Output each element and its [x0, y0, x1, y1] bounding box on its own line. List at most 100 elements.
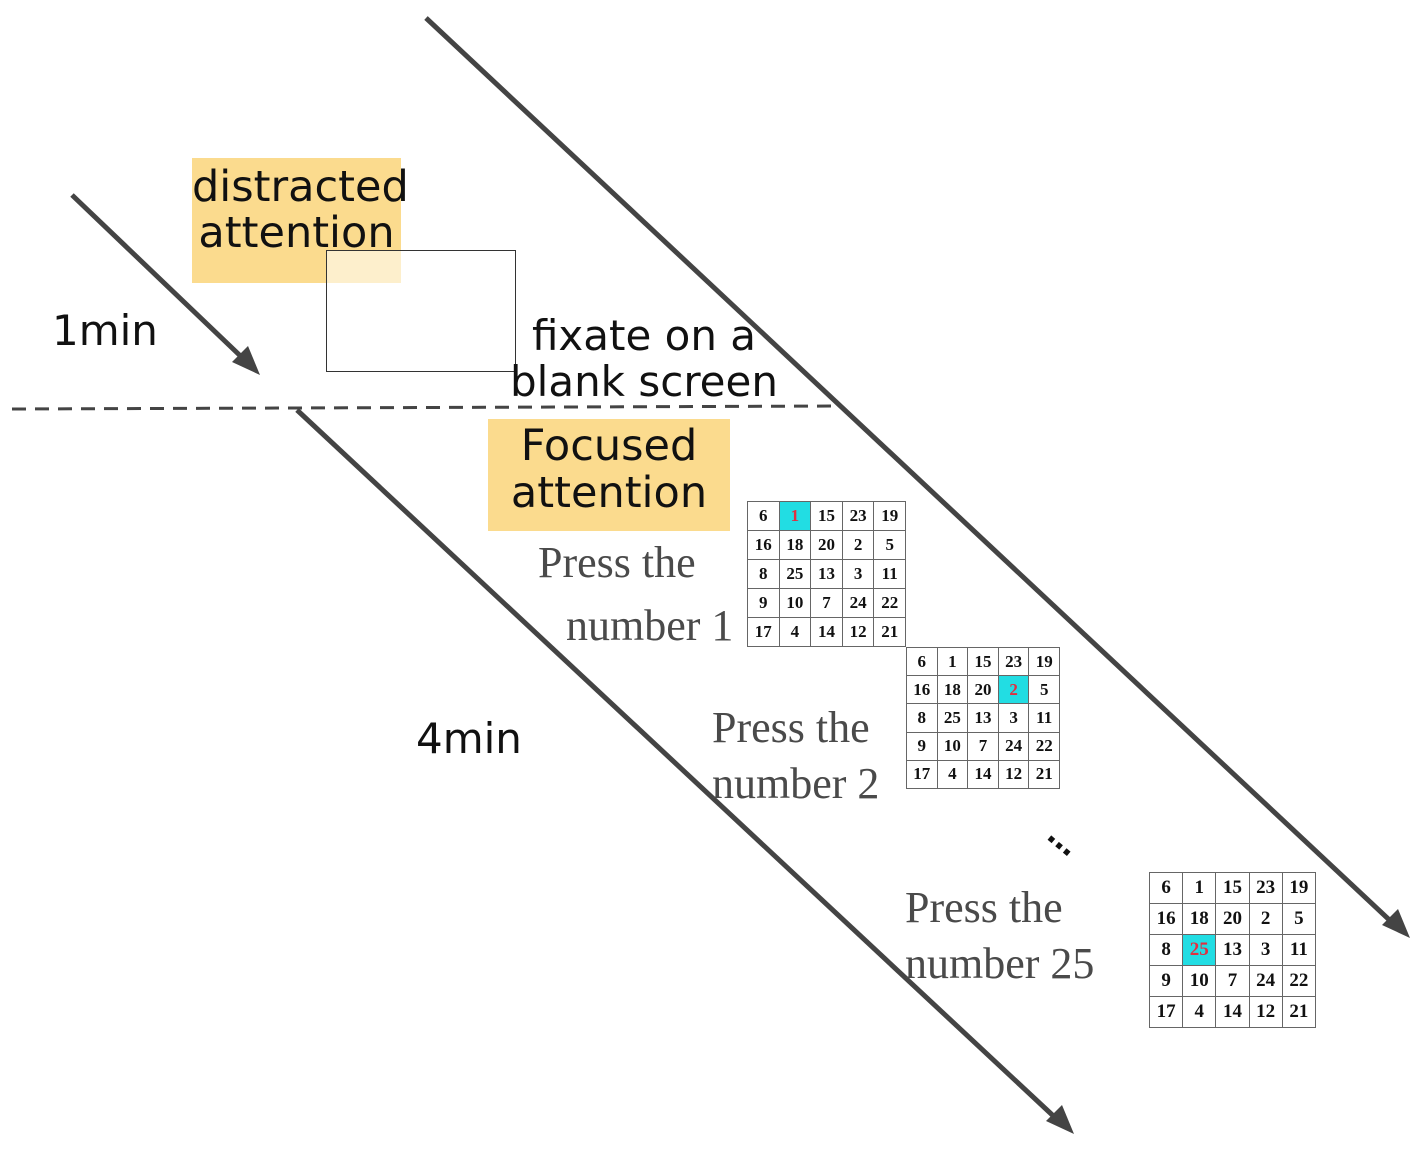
grid-cell: 21	[873, 617, 906, 647]
grid-cell: 8	[747, 559, 780, 589]
phase-separator-dashed-line	[11, 404, 839, 411]
grid-cell: 12	[1248, 996, 1283, 1028]
grid-cell: 4	[936, 759, 969, 790]
grid-cell: 19	[1028, 646, 1060, 677]
grid-cell: 21	[1028, 759, 1060, 790]
grid-cell: 9	[906, 731, 938, 761]
grid-cell: 8	[906, 703, 938, 733]
grid-cell: 8	[1148, 934, 1184, 966]
grid-cell: 10	[936, 731, 969, 761]
timeline-arrow-4min	[295, 408, 1064, 1126]
grid-cell: 23	[1248, 872, 1283, 904]
grid-cell: 14	[967, 759, 999, 790]
grid-cell: 3	[997, 703, 1030, 733]
grid-cell: 11	[873, 559, 906, 589]
step3-prompt-line1: Press the	[905, 883, 1063, 932]
grid-cell: 2	[1248, 903, 1283, 935]
arrowhead-overall	[1382, 909, 1410, 938]
grid-cell: 5	[1281, 903, 1317, 935]
grid-cell: 3	[841, 559, 875, 589]
grid-cell: 12	[997, 759, 1030, 790]
grid-cell: 7	[1215, 965, 1250, 997]
grid-cell: 5	[873, 530, 906, 560]
grid-cell: 4	[1182, 996, 1217, 1028]
grid-cell: 21	[1281, 996, 1317, 1028]
grid-cell: 24	[1248, 965, 1283, 997]
grid-cell-target: 1	[778, 501, 812, 531]
grid-cell: 3	[1248, 934, 1283, 966]
grid-cell: 23	[997, 646, 1030, 677]
grid-cell: 9	[747, 588, 780, 618]
grid-cell: 25	[936, 703, 969, 733]
grid-cell: 13	[967, 703, 999, 733]
grid-cell: 11	[1281, 934, 1317, 966]
grid-cell: 14	[810, 617, 843, 647]
grid-cell: 18	[778, 530, 812, 560]
grid-cell: 1	[936, 646, 969, 677]
grid-cell: 15	[967, 646, 999, 677]
grid-cell: 16	[747, 530, 780, 560]
grid-cell: 6	[906, 646, 938, 677]
focused-attention-label: Focused attention	[510, 421, 708, 518]
grid-cell: 17	[1148, 996, 1184, 1028]
step1-prompt-line2: number 1	[566, 601, 734, 650]
grid-cell: 19	[873, 501, 906, 531]
grid-cell: 19	[1281, 872, 1317, 904]
step3-prompt-line2: number 25	[905, 939, 1095, 988]
grid-cell-target: 2	[997, 675, 1030, 705]
grid-cell: 6	[1148, 872, 1184, 904]
grid-cell: 17	[747, 617, 780, 647]
grid-cell: 20	[967, 675, 999, 705]
grid-cell: 16	[906, 675, 938, 705]
grid-cell: 18	[1182, 903, 1217, 935]
focused-attention-highlight: Focused attention	[488, 419, 730, 531]
grid-cell: 15	[1215, 872, 1250, 904]
grid-cell: 6	[747, 501, 780, 531]
grid-cell: 24	[997, 731, 1030, 761]
grid-cell: 11	[1028, 703, 1060, 733]
timeline-arrow-overall	[424, 16, 1400, 930]
blank-screen-rectangle	[326, 250, 516, 372]
step2-prompt-line1: Press the	[712, 703, 870, 752]
step1-prompt-line1: Press the	[538, 538, 696, 587]
grid-cell: 1	[1182, 872, 1217, 904]
grid-cell: 18	[936, 675, 969, 705]
grid-cell: 22	[1281, 965, 1317, 997]
grid-cell: 9	[1148, 965, 1184, 997]
step2-prompt-line2: number 2	[712, 759, 880, 808]
arrowhead-1min	[232, 346, 260, 375]
grid-cell: 22	[873, 588, 906, 618]
grid-cell: 7	[967, 731, 999, 761]
grid-cell: 16	[1148, 903, 1184, 935]
grid-cell: 13	[810, 559, 843, 589]
grid-cell: 13	[1215, 934, 1250, 966]
grid-cell-target: 25	[1182, 934, 1217, 966]
grid-cell: 4	[778, 617, 812, 647]
grid-cell: 10	[1182, 965, 1217, 997]
grid-cell: 7	[810, 588, 843, 618]
distracted-attention-highlight: distracted attention	[192, 158, 409, 283]
grid-cell: 5	[1028, 675, 1060, 705]
grid-cell: 2	[841, 530, 875, 560]
duration-4min-label: 4min	[416, 714, 522, 763]
grid-cell: 22	[1028, 731, 1060, 761]
grid-cell: 20	[1215, 903, 1250, 935]
grid-cell: 24	[841, 588, 875, 618]
